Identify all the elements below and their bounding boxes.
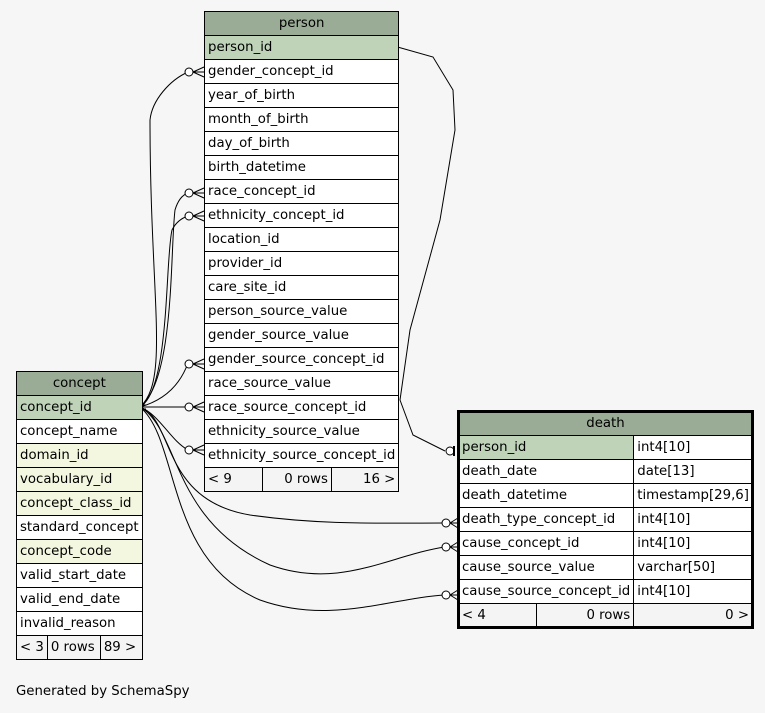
footer-rows: 0 rows — [262, 467, 332, 492]
link-concept-ethnicity — [139, 215, 189, 408]
footer-children[interactable]: 16 > — [330, 467, 400, 492]
column-death-type-concept-id[interactable]: death_type_concept_id — [457, 507, 635, 532]
table-person[interactable]: person person_id gender_concept_id year_… — [203, 11, 400, 492]
column-death-date[interactable]: death_date — [457, 459, 635, 484]
link-concept-cause — [139, 406, 446, 575]
column-cause-source-concept-id[interactable]: cause_source_concept_id — [457, 579, 635, 604]
footer-rows: 0 rows — [46, 635, 101, 660]
crowfoot-death-type — [441, 518, 451, 528]
column-provider-id[interactable]: provider_id — [203, 251, 400, 276]
column-valid-end-date[interactable]: valid_end_date — [16, 587, 143, 612]
column-ethnicity-source-value[interactable]: ethnicity_source_value — [203, 419, 400, 444]
column-year-of-birth[interactable]: year_of_birth — [203, 83, 400, 108]
table-concept[interactable]: concept concept_id concept_name domain_i… — [16, 371, 143, 660]
column-person-id[interactable]: person_id — [457, 435, 635, 460]
footer-rows: 0 rows — [535, 603, 635, 628]
column-type: int4[10] — [633, 531, 753, 556]
column-person-id[interactable]: person_id — [203, 35, 400, 60]
column-ethnicity-concept-id[interactable]: ethnicity_concept_id — [203, 203, 400, 228]
crowfoot-gender — [184, 67, 194, 77]
footer-parents[interactable]: < 9 — [204, 467, 263, 492]
column-gender-concept-id[interactable]: gender_concept_id — [203, 59, 400, 84]
column-birth-datetime[interactable]: birth_datetime — [203, 155, 400, 180]
footer-children[interactable]: 89 > — [99, 635, 143, 660]
table-header-death[interactable]: death — [458, 411, 753, 436]
column-type: int4[10] — [633, 507, 753, 532]
column-type: varchar[50] — [633, 555, 753, 580]
column-invalid-reason[interactable]: invalid_reason — [16, 611, 143, 636]
crowfoot-person — [445, 446, 455, 456]
column-race-source-concept-id[interactable]: race_source_concept_id — [203, 395, 400, 420]
column-cause-source-value[interactable]: cause_source_value — [457, 555, 635, 580]
column-ethnicity-source-concept-id[interactable]: ethnicity_source_concept_id — [203, 443, 400, 468]
column-valid-start-date[interactable]: valid_start_date — [16, 563, 143, 588]
column-race-concept-id[interactable]: race_concept_id — [203, 179, 400, 204]
footer-parents[interactable]: < 3 — [16, 635, 48, 660]
column-death-datetime[interactable]: death_datetime — [457, 483, 635, 508]
column-month-of-birth[interactable]: month_of_birth — [203, 107, 400, 132]
column-concept-name[interactable]: concept_name — [16, 419, 143, 444]
crowfoot-gender-source — [184, 359, 194, 369]
column-type: int4[10] — [633, 435, 753, 460]
column-concept-class-id[interactable]: concept_class_id — [16, 491, 143, 516]
column-type: timestamp[29,6] — [633, 483, 753, 508]
link-concept-gender — [139, 71, 189, 408]
column-vocabulary-id[interactable]: vocabulary_id — [16, 467, 143, 492]
column-race-source-value[interactable]: race_source_value — [203, 371, 400, 396]
crowfoot-race — [184, 188, 194, 198]
column-location-id[interactable]: location_id — [203, 227, 400, 252]
column-standard-concept[interactable]: standard_concept — [16, 515, 143, 540]
crowfoot-ethnicity-source — [184, 445, 194, 455]
column-concept-id[interactable]: concept_id — [16, 395, 143, 420]
link-concept-ethnicity-source — [139, 406, 189, 451]
column-care-site-id[interactable]: care_site_id — [203, 275, 400, 300]
column-cause-concept-id[interactable]: cause_concept_id — [457, 531, 635, 556]
crowfoot-ethnicity — [184, 211, 194, 221]
link-concept-cause-source — [139, 406, 446, 611]
footer-parents[interactable]: < 4 — [458, 603, 537, 628]
table-header-concept[interactable]: concept — [16, 371, 143, 396]
crowfoot-race-source — [184, 402, 194, 412]
column-day-of-birth[interactable]: day_of_birth — [203, 131, 400, 156]
column-gender-source-concept-id[interactable]: gender_source_concept_id — [203, 347, 400, 372]
footer-children[interactable]: 0 > — [633, 603, 753, 628]
link-concept-gender-source — [139, 362, 189, 408]
column-person-source-value[interactable]: person_source_value — [203, 299, 400, 324]
crowfoot-cause — [441, 542, 451, 552]
generated-by-label: Generated by SchemaSpy — [16, 684, 190, 699]
column-gender-source-value[interactable]: gender_source_value — [203, 323, 400, 348]
crowfoot-cause-source — [441, 590, 451, 600]
column-concept-code[interactable]: concept_code — [16, 539, 143, 564]
table-header-person[interactable]: person — [203, 11, 400, 36]
column-type: date[13] — [633, 459, 753, 484]
column-type: int4[10] — [633, 579, 753, 604]
column-domain-id[interactable]: domain_id — [16, 443, 143, 468]
link-person-death — [393, 45, 456, 452]
link-concept-race — [139, 192, 189, 408]
